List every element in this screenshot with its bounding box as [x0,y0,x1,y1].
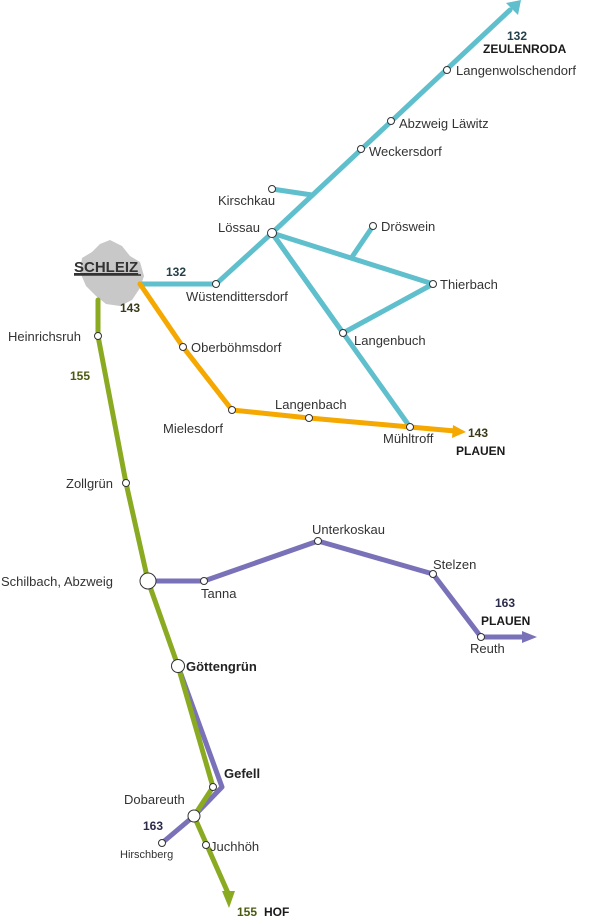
stop-markers [94,66,485,849]
route-155-destination: HOF [264,905,289,918]
stop-label-heinrichsruh: Heinrichsruh [8,329,81,344]
stop-marker-muehltroff[interactable] [406,423,414,431]
route-163-south-line [159,663,225,846]
stop-label-goettengruen: Göttengrün [186,659,257,674]
stop-marker-schilbach[interactable] [139,572,157,590]
route-143 [137,281,458,434]
stop-label-muehltroff: Mühltroff [383,431,434,446]
stop-label-schilbach: Schilbach, Abzweig [1,574,113,589]
stop-marker-gefell[interactable] [209,783,217,791]
stop-label-droeswein: Dröswein [381,219,435,234]
stop-marker-thierbach[interactable] [429,280,437,288]
stop-marker-weckersdorf[interactable] [357,145,365,153]
stop-marker-wuestendittersdorf[interactable] [212,280,220,288]
stop-marker-tanna[interactable] [200,577,208,585]
stop-label-kirschkau: Kirschkau [218,193,275,208]
route-132-number-city: 132 [166,265,186,279]
stop-label-juchhoeh: Juchhöh [210,839,259,854]
stop-label-loessau: Lössau [218,220,260,235]
stop-label-langenwolschendorf: Langenwolschendorf [456,63,576,78]
stop-label-reuth: Reuth [470,641,505,656]
stop-marker-goettengruen[interactable] [171,659,185,673]
route-143-arrowhead [452,425,466,438]
stop-label-stelzen: Stelzen [433,557,476,572]
route-132-kirschkau-branch [269,186,315,198]
route-163-arrowhead [522,631,537,643]
stop-marker-stelzen[interactable] [429,570,437,578]
stop-marker-oberboehmsdorf[interactable] [179,343,187,351]
stop-marker-zollgruen[interactable] [122,479,130,487]
route-143-line [137,281,458,434]
stop-marker-abzweig-laewitz[interactable] [387,117,395,125]
stop-marker-langenbach[interactable] [305,414,313,422]
route-163-main-line [145,538,525,640]
stop-label-abzweig-laewitz: Abzweig Läwitz [399,116,489,131]
stop-marker-heinrichsruh[interactable] [94,332,102,340]
route-155-number-top: 155 [70,369,90,383]
stop-label-weckersdorf: Weckersdorf [369,144,442,159]
route-132-main-line [137,7,513,287]
stop-marker-dobareuth[interactable] [187,809,201,823]
route-143-number-city: 143 [120,301,140,315]
stop-label-wuestendittersdorf: Wüstendittersdorf [186,289,288,304]
route-132-destination: ZEULENRODA [483,42,567,56]
stop-marker-juchhoeh[interactable] [202,841,210,849]
schleiz-city-shape [80,240,144,306]
stop-label-dobareuth: Dobareuth [124,792,185,807]
stop-marker-droeswein[interactable] [369,222,377,230]
stop-label-zollgruen: Zollgrün [66,476,113,491]
route-155-number-end: 155 [237,905,257,918]
city-label-schleiz: SCHLEIZ [74,259,138,276]
stop-marker-unterkoskau[interactable] [314,537,322,545]
route-132-thierbach-loop [269,230,436,336]
stop-label-hirschberg: Hirschberg [120,849,173,861]
stop-marker-mielesdorf[interactable] [228,406,236,414]
route-143-destination: PLAUEN [456,444,505,458]
stop-marker-hirschberg[interactable] [158,839,166,847]
route-163-destination: PLAUEN [481,614,530,628]
stop-label-gefell: Gefell [224,766,260,781]
stop-marker-loessau[interactable] [267,228,277,238]
stop-marker-langenwolschendorf[interactable] [443,66,451,74]
stop-label-tanna: Tanna [201,586,237,601]
route-143-number-end: 143 [468,426,488,440]
stop-label-oberboehmsdorf: Oberböhmsdorf [191,340,282,355]
stop-label-thierbach: Thierbach [440,277,498,292]
stop-marker-langenbuch[interactable] [339,329,347,337]
route-132-number-top: 132 [507,29,527,43]
stop-label-langenbuch: Langenbuch [354,333,426,348]
route-163-number-south: 163 [143,819,163,833]
stop-label-mielesdorf: Mielesdorf [163,421,223,436]
route-132-arrowhead [506,0,521,15]
stop-label-langenbach: Langenbach [275,397,347,412]
stop-marker-reuth[interactable] [477,633,485,641]
stop-label-unterkoskau: Unterkoskau [312,522,385,537]
route-155-arrowhead [222,891,235,908]
stop-marker-kirschkau[interactable] [268,185,276,193]
route-163-number-end: 163 [495,596,515,610]
route-163 [145,538,525,846]
route-132-droeswein-branch [349,223,376,260]
